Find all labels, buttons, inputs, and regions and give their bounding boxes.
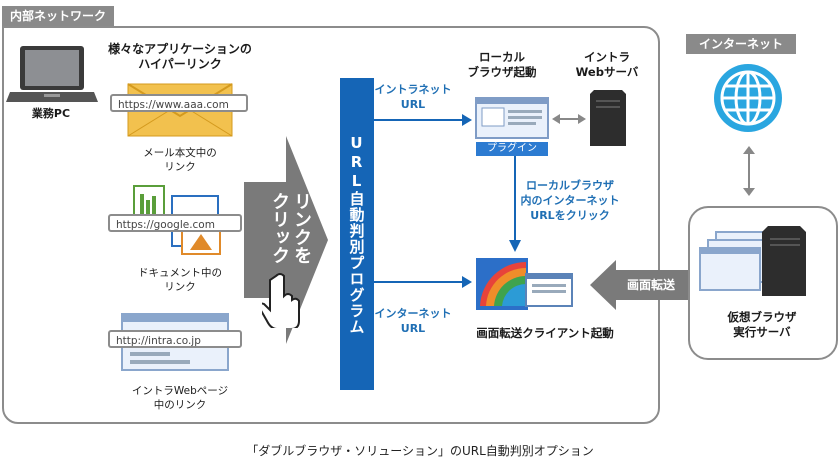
url-detection-program-bar: URL自動判別プログラム (340, 78, 374, 390)
document-caption: ドキュメント中の リンク (138, 267, 222, 293)
intra-web-server-label: イントラ Webサーバ (575, 50, 639, 79)
mail-url-box[interactable]: https://www.aaa.com (110, 94, 248, 112)
business-pc-label: 業務PC (31, 107, 71, 120)
laptop-icon (6, 46, 98, 102)
local-browser-icon (475, 97, 549, 139)
hand-cursor-icon (262, 273, 300, 328)
internal-network-tag: 内部ネットワーク (2, 6, 115, 26)
screen-transfer-arrow-label: 画面転送 (626, 278, 675, 292)
internet-tag: インターネット (686, 34, 796, 54)
local-browser-label: ローカル ブラウザ起動 (467, 50, 537, 79)
figure-caption: 「ダブルブラウザ・ソリューション」のURL自動判別オプション (246, 444, 594, 458)
intranet-page-caption: イントラWebページ 中のリンク (131, 385, 229, 411)
plugin-badge: プラグイン (476, 142, 548, 156)
hyperlinks-title: 様々なアプリケーションの ハイパーリンク (108, 42, 252, 71)
vertical-bidirectional-arrow (743, 146, 755, 196)
internet-url-label: インターネット URL (374, 307, 452, 335)
routing-arrows (374, 114, 472, 288)
virtual-server-icon (762, 226, 806, 296)
intranet-url-label: イントラネット URL (374, 83, 452, 111)
click-arrow (244, 136, 328, 344)
down-arrow (509, 156, 521, 252)
screen-transfer-client-icon (476, 258, 573, 310)
screen-transfer-arrow (590, 260, 690, 310)
click-label: リンクを クリック (269, 192, 312, 264)
virtual-browser-server-label: 仮想ブラウザ 実行サーバ (727, 310, 797, 339)
screen-transfer-client-label: 画面転送クライアント起動 (476, 326, 614, 340)
document-url-box[interactable]: https://google.com (108, 214, 242, 232)
globe-icon (714, 64, 782, 132)
bidirectional-arrow (552, 114, 586, 124)
intra-server-icon (590, 90, 626, 146)
local-click-note: ローカルブラウザ 内のインターネット URLをクリック (520, 179, 620, 222)
intranet-url-box[interactable]: http://intra.co.jp (108, 330, 242, 348)
mail-caption: メール本文中の リンク (143, 147, 217, 173)
internal-network-frame (2, 26, 660, 424)
